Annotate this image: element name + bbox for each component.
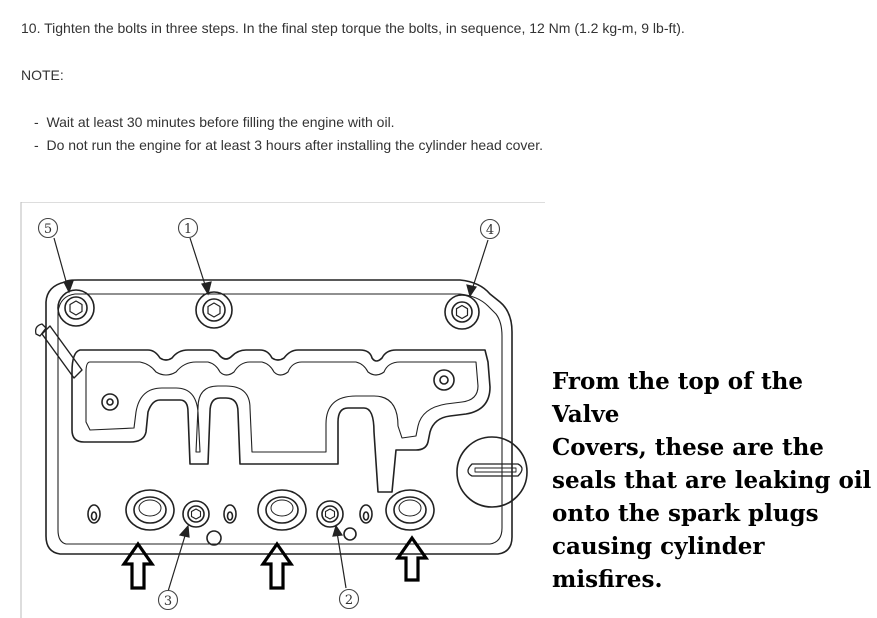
callout-1-label: 1 [184,222,192,237]
caption-line: onto the spark plugs [552,500,819,527]
note-item: Wait at least 30 minutes before filling … [34,113,543,136]
note-item: Do not run the engine for at least 3 hou… [34,136,543,159]
callout-4 [479,218,501,240]
arrow-up-icon [120,541,156,590]
cylinder-head-cover-diagram: 5 1 4 3 2 [20,202,545,618]
callout-5-label: 5 [44,222,52,237]
caption-line: seals that are leaking oil [552,467,872,494]
note-heading: NOTE: [21,67,64,83]
note-list: Wait at least 30 minutes before filling … [34,113,543,159]
cover-outline [45,279,513,555]
callout-3-label: 3 [164,594,172,609]
callout-4-label: 4 [486,223,494,238]
callout-3 [157,589,179,611]
annotation-caption: From the top of the Valve Covers, these … [552,365,872,596]
arrow-up-icon [394,535,430,582]
caption-line: causing cylinder [552,533,765,560]
callout-5 [37,217,59,239]
caption-line: From the top of the Valve [552,368,803,428]
caption-line: Covers, these are the [552,434,824,461]
callout-2-label: 2 [345,593,353,608]
callout-2 [338,588,360,610]
callout-1 [177,217,199,239]
step-instruction: 10. Tighten the bolts in three steps. In… [21,20,685,36]
arrow-up-icon [259,541,295,590]
caption-line: misfires. [552,566,663,593]
